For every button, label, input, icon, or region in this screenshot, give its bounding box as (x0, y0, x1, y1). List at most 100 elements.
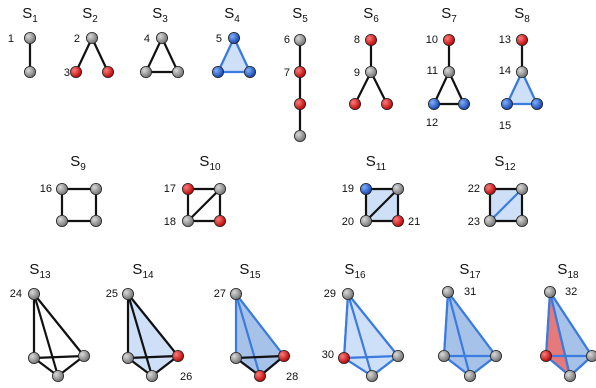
graph-title-main: S (292, 5, 302, 22)
node-number-label: 32 (565, 286, 577, 298)
graph-title-subscript: 3 (162, 14, 168, 25)
gray-node (27, 287, 40, 300)
blue-node (427, 98, 440, 111)
node-number-label: 20 (342, 216, 354, 228)
node-number-label: 6 (284, 34, 290, 46)
graph-title: S11 (366, 153, 387, 173)
graph-title: S1 (22, 5, 38, 25)
gray-node (229, 351, 242, 364)
graph-title-main: S (70, 153, 80, 170)
edge (346, 292, 400, 358)
node-number-label: 7 (284, 67, 290, 79)
gray-node (437, 349, 450, 362)
red-node (380, 98, 393, 111)
graph-title-main: S (459, 261, 469, 278)
graph-title-main: S (239, 261, 249, 278)
node-number-label: 29 (324, 288, 336, 300)
node-number-label: 9 (354, 67, 360, 79)
node-number-label: 23 (468, 216, 480, 228)
graph-title: S17 (459, 261, 481, 281)
red-node (70, 66, 83, 79)
gray-node (442, 66, 455, 79)
gray-node (564, 369, 577, 382)
gray-node (229, 287, 242, 300)
node-number-label: 31 (464, 286, 476, 298)
node-number-label: 16 (40, 183, 52, 195)
red-node (213, 214, 226, 227)
gray-node (122, 287, 135, 300)
gray-node (56, 182, 69, 195)
graph-title-subscript: 5 (302, 14, 308, 25)
gray-node (27, 351, 40, 364)
gray-node (364, 66, 377, 79)
edge (216, 36, 236, 74)
graph-title-main: S (82, 5, 92, 22)
edge (488, 187, 524, 223)
graph-title-main: S (494, 153, 504, 170)
node-number-label: 15 (499, 120, 511, 132)
gray-node (181, 214, 194, 227)
node-number-label: 2 (74, 33, 80, 45)
blue-node (359, 182, 372, 195)
node-number-label: 1 (8, 33, 14, 45)
graph-title-main: S (22, 5, 32, 22)
gray-node (516, 214, 529, 227)
node-number-label: 21 (408, 216, 420, 228)
node-number-label: 30 (322, 349, 334, 361)
graph-title: S4 (224, 5, 240, 25)
graph-title-subscript: 10 (209, 162, 221, 173)
gray-node (155, 32, 168, 45)
graph-title-main: S (344, 261, 354, 278)
graph-title-subscript: 2 (92, 14, 98, 25)
graph-title: S8 (514, 5, 530, 25)
gray-node (391, 182, 404, 195)
node-number-label: 3 (64, 67, 70, 79)
red-node (483, 182, 496, 195)
edge (232, 36, 252, 74)
graph-title: S12 (494, 153, 516, 173)
gray-node (483, 214, 496, 227)
graph-title-main: S (224, 5, 234, 22)
node-number-label: 25 (106, 288, 118, 300)
graph-title: S5 (292, 5, 308, 25)
node-number-label: 17 (164, 183, 176, 195)
edge (342, 292, 350, 360)
red-node (102, 66, 115, 79)
graph-title: S15 (239, 261, 261, 281)
graph-title: S18 (557, 261, 579, 281)
gray-node (122, 351, 135, 364)
gray-node (341, 287, 354, 300)
red-node (442, 34, 455, 47)
graph-title-main: S (366, 153, 376, 170)
gray-node (145, 369, 158, 382)
graph-title-main: S (199, 153, 209, 170)
edge (74, 36, 94, 74)
red-node (181, 182, 194, 195)
blue-node (500, 98, 513, 111)
gray-node (359, 214, 372, 227)
edge (126, 292, 154, 378)
gray-node (489, 349, 502, 362)
graph-title: S16 (344, 261, 366, 281)
node-number-label: 18 (164, 216, 176, 228)
graph-title-subscript: 6 (373, 14, 379, 25)
red-node (171, 349, 184, 362)
graph-title: S13 (29, 261, 51, 281)
graph-title-subscript: 7 (451, 14, 457, 25)
edge (126, 354, 180, 360)
graph-s16: S16 29 30 (322, 261, 404, 382)
graph-title-subscript: 14 (142, 270, 154, 281)
graph-title-subscript: 16 (354, 270, 366, 281)
edge (234, 292, 286, 358)
red-node (391, 214, 404, 227)
node-number-label: 10 (426, 34, 438, 46)
graph-title: S6 (363, 5, 379, 25)
node-number-label: 11 (427, 65, 438, 77)
graph-title-subscript: 4 (234, 14, 240, 25)
red-node (293, 98, 306, 111)
edge (342, 354, 400, 360)
graph-title-main: S (363, 5, 373, 22)
red-node (277, 349, 290, 362)
